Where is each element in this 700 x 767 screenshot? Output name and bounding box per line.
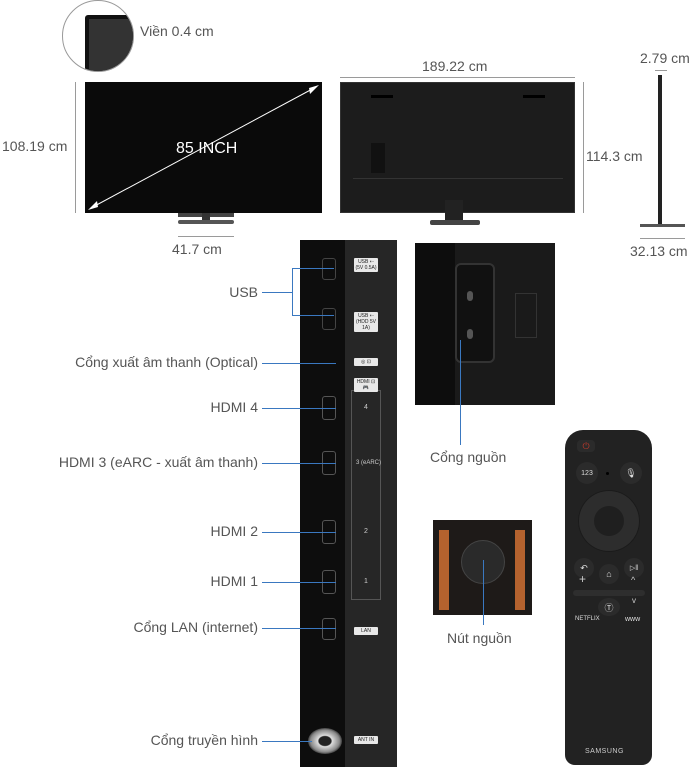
tv-side [658,75,662,225]
hdmi-port-label: HDMI ⊡ 🎮 [354,378,378,392]
channel-up-icon: ^ [631,575,636,585]
ott-button: Ⓣ [598,598,620,616]
tv-back [340,82,575,213]
channel-down-icon: v [632,596,636,605]
usb2-port-label: USB ⇠ (HDD 5V 1A) [354,312,378,332]
play-pause-button: ▷‖ [624,558,644,578]
num-button: 123 [576,462,598,484]
hdmi3-number: 3 (eARC) [356,460,382,466]
power-button-label: Nút nguồn [447,630,512,646]
back-button: ↶ [574,558,594,578]
label-hdmi3: HDMI 3 (eARC - xuất âm thanh) [58,454,258,470]
diagonal-label: 85 INCH [176,140,238,157]
ant-port-label: ANT IN [354,736,378,744]
remote: ⏻ 123 🎙 ↶ ⌂ ▷‖ + ^ v Ⓣ NETFLIX www SAMSU… [565,430,652,765]
optical-port-label: ◎ ⊡ [354,358,378,366]
label-hdmi2: HDMI 2 [210,523,258,539]
netflix-button: NETFLIX [575,616,600,622]
depth-label: 2.79 cm [640,50,690,66]
lan-port-label: LAN [354,627,378,635]
width-label: 189.22 cm [422,58,488,74]
www-button: www [625,616,641,623]
coax-connector [308,728,342,754]
label-hdmi4: HDMI 4 [210,399,258,415]
usb1-port-label: USB ⇠ (5V 0.5A) [354,258,378,272]
power-port-label: Cổng nguồn [430,449,507,465]
dpad [578,490,640,552]
volume-up-icon: + [579,572,587,586]
label-usb: USB [229,284,258,300]
stand-width-label: 41.7 cm [172,241,222,257]
diagonal-arrow [88,85,319,210]
height-front-label: 108.19 cm [2,138,68,154]
hdmi4-number: 4 [364,404,368,411]
power-port-photo [415,243,555,405]
stand-depth-label: 32.13 cm [630,243,688,259]
hdmi2-number: 2 [364,528,368,535]
brand-logo: SAMSUNG [585,748,624,755]
port-strip [300,240,397,767]
bezel-label: Viền 0.4 cm [140,23,214,39]
bezel-inset [62,0,134,72]
label-lan: Cổng LAN (internet) [133,619,258,635]
mic-icon: 🎙 [620,462,642,484]
home-button: ⌂ [599,564,619,584]
hdmi1-number: 1 [364,578,368,585]
label-optical: Cổng xuất âm thanh (Optical) [75,354,258,370]
height-back-label: 114.3 cm [586,148,643,164]
power-icon: ⏻ [577,440,595,452]
label-antenna: Cổng truyền hình [150,732,258,748]
label-hdmi1: HDMI 1 [210,573,258,589]
